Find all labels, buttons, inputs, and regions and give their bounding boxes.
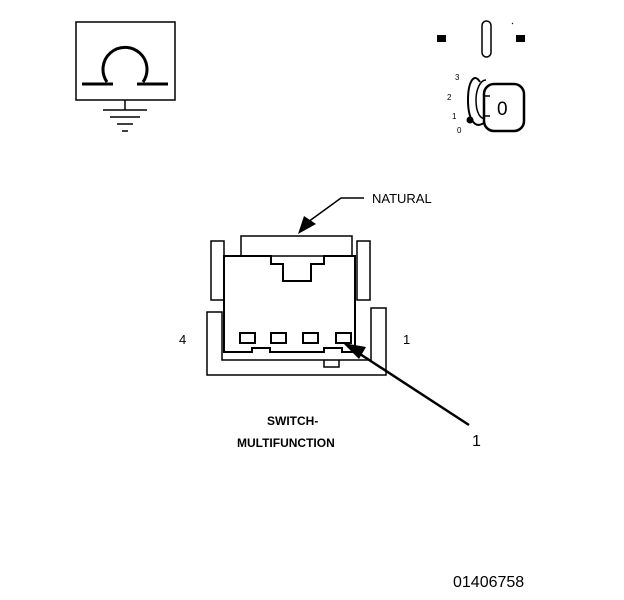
figure-id: 01406758 [453,574,524,591]
pin-callout: 1 [343,343,481,450]
key-position-2: 2 [447,93,452,102]
pin-label-left: 4 [179,332,186,347]
callout-number: 1 [472,433,481,450]
natural-callout: NATURAL [298,191,432,234]
ohmmeter-ground-icon [75,21,176,132]
pin-cavity-3 [270,332,287,344]
pin-cavity-4 [239,332,256,344]
connector-color-label: NATURAL [372,191,432,206]
ignition-key-icon: 3 2 1 0 0 [437,20,526,135]
pin-cavity-1 [335,332,352,344]
key-position-1: 1 [452,112,457,121]
key-position-0: 0 [457,126,462,135]
key-label: 0 [497,99,508,120]
key-position-labels: 3 2 1 0 [447,73,462,135]
key-position-3: 3 [455,73,460,82]
connector-name-line1: SWITCH- [267,414,318,428]
pin-cavity-2 [302,332,319,344]
pin-label-right: 1 [403,332,410,347]
connector-name-line2: MULTIFUNCTION [237,436,335,450]
